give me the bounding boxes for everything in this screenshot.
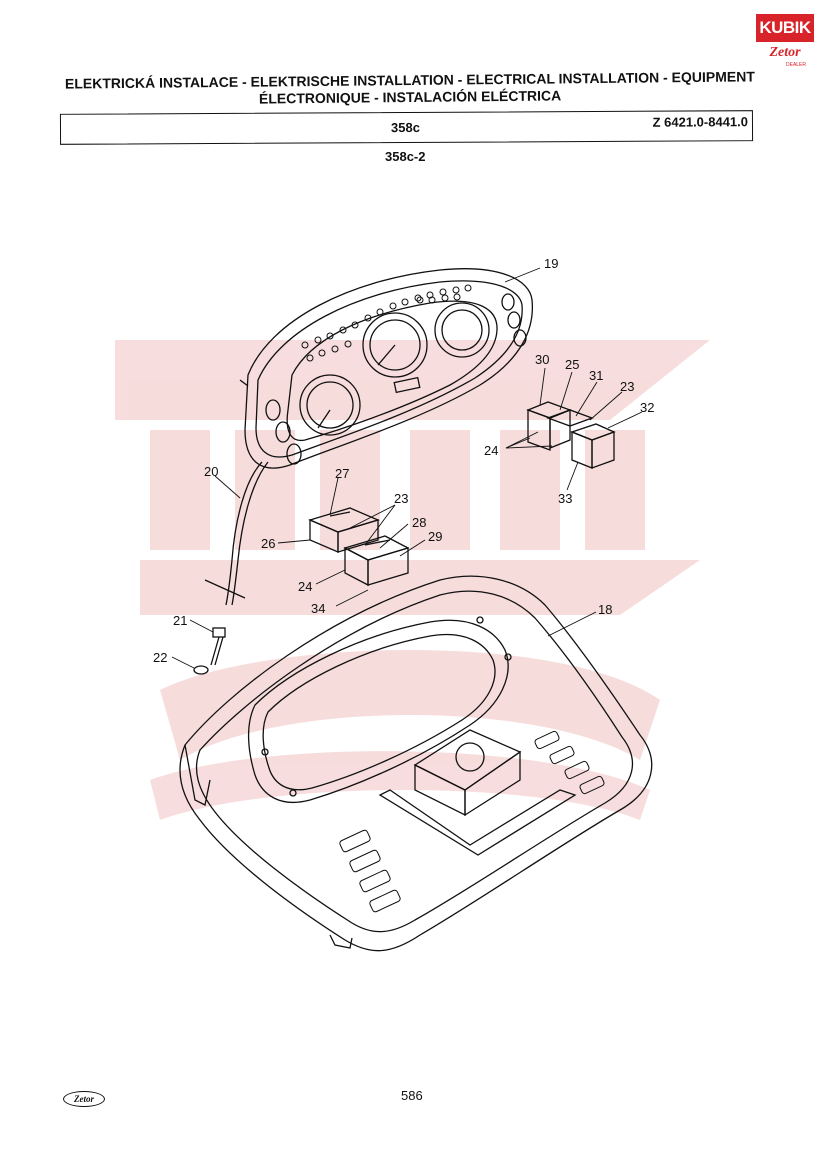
drawing-lines bbox=[171, 267, 653, 952]
kubik-logo-text: KUBIK bbox=[756, 14, 814, 42]
switch-group-left bbox=[308, 507, 410, 587]
switch-group-right bbox=[526, 401, 616, 469]
dashboard-housing bbox=[179, 575, 653, 952]
section-code: 358c bbox=[390, 119, 420, 136]
callout-29: 29 bbox=[428, 529, 442, 544]
callout-30: 30 bbox=[535, 352, 549, 367]
zetor-logo-text: Zetor bbox=[769, 45, 801, 60]
callout-26: 26 bbox=[261, 536, 275, 551]
callout-22: 22 bbox=[153, 650, 167, 665]
callout-20: 20 bbox=[204, 464, 218, 479]
callout-27: 27 bbox=[335, 466, 349, 481]
callout-34: 34 bbox=[311, 601, 325, 616]
instrument-cluster bbox=[239, 268, 534, 469]
serial-range: Z 6421.0-8441.0 bbox=[652, 114, 749, 130]
washer bbox=[193, 665, 209, 675]
wiring-harness bbox=[225, 461, 263, 606]
callout-31: 31 bbox=[589, 368, 603, 383]
callout-23-left: 23 bbox=[394, 491, 408, 506]
dealer-text: DEALER bbox=[786, 62, 807, 68]
callout-25: 25 bbox=[565, 357, 579, 372]
callout-28: 28 bbox=[412, 515, 426, 530]
callout-33: 33 bbox=[558, 491, 572, 506]
page-number: 586 bbox=[401, 1088, 423, 1103]
callout-24-left: 24 bbox=[298, 579, 312, 594]
bolt bbox=[210, 627, 226, 666]
sub-reference: 358c-2 bbox=[385, 149, 426, 164]
zetor-footer-logo: Zetor bbox=[63, 1091, 105, 1107]
callout-23-right: 23 bbox=[620, 379, 634, 394]
callout-24-right: 24 bbox=[484, 443, 498, 458]
leader-lines bbox=[171, 267, 643, 669]
reference-box: 358c Z 6421.0-8441.0 bbox=[59, 110, 754, 145]
kubik-watermark bbox=[115, 340, 710, 820]
kubik-zetor-logo: KUBIK Zetor DEALER bbox=[756, 14, 814, 72]
callout-19: 19 bbox=[544, 256, 558, 271]
callout-18: 18 bbox=[598, 602, 612, 617]
callout-21: 21 bbox=[173, 613, 187, 628]
callout-32: 32 bbox=[640, 400, 654, 415]
callout-labels: 19 20 21 22 23 24 26 27 28 29 34 30 25 3… bbox=[153, 256, 654, 665]
